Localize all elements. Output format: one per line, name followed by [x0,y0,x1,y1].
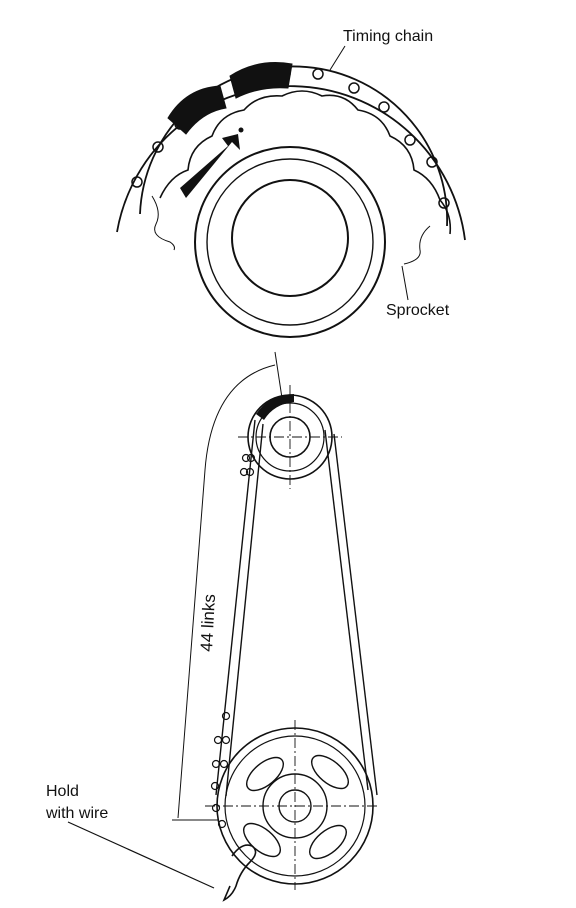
break-line-right [403,225,431,265]
upper-marked-links [256,394,294,420]
dimension-tick-top [274,351,283,399]
upper-sprocket [238,385,342,489]
leader-sprocket [401,265,409,301]
leader-hold-wire [67,821,215,889]
sprocket-detail: Timing chain Sprocket [116,28,466,338]
hub-bore [231,179,349,297]
chain-drive: 44 links [45,351,378,902]
chain-runs [215,419,378,797]
chain-rollers [131,68,450,209]
break-line-left [151,195,175,251]
arrow-icon [180,134,240,198]
sprocket-label: Sprocket [386,302,450,319]
left-run-rollers [210,453,256,829]
sprocket-teeth [159,90,452,235]
hub-mid-ring [206,158,374,326]
hold-label-line2: with wire [45,805,108,822]
hub-outer-ring [194,146,386,338]
wire-icon [222,844,257,902]
marked-link-2 [229,62,293,99]
chain-outer-arc [116,85,466,241]
hold-label-line1: Hold [46,783,79,800]
links-label: 44 links [197,594,219,653]
lower-sprocket-windows [243,754,349,860]
leader-timing-chain [329,45,346,71]
lower-sprocket [205,720,378,890]
link-count-dimension-line [177,364,276,819]
chain-inner-arc [139,65,448,227]
marked-link-1 [167,85,227,135]
timing-mark-dot [238,127,244,133]
timing-chain-label: Timing chain [343,28,433,45]
